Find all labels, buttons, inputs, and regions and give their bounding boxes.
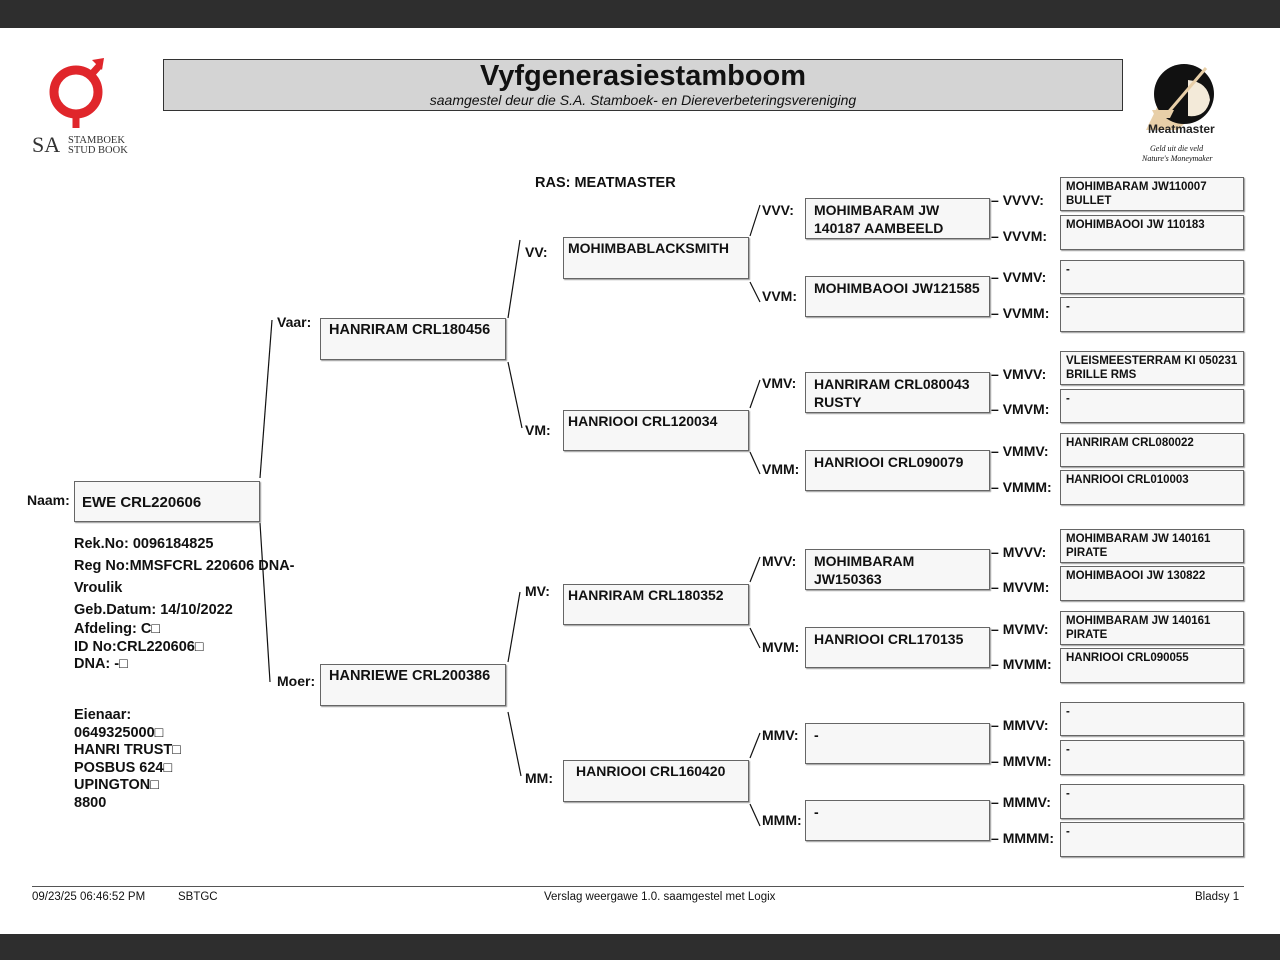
owner-line: HANRI TRUST□ bbox=[74, 742, 182, 758]
breed-label: RAS: MEATMASTER bbox=[535, 175, 676, 191]
label-mmm: MMM: bbox=[762, 812, 802, 828]
vmv-box: HANRIRAM CRL080043 RUSTY bbox=[805, 372, 990, 413]
vvmv-box: - bbox=[1060, 260, 1244, 294]
vvv-box: MOHIMBARAM JW 140187 AAMBEELD bbox=[805, 198, 990, 239]
mmv-box: - bbox=[805, 723, 990, 764]
vvm-box: MOHIMBAOOI JW121585 bbox=[805, 276, 990, 317]
animal-details: Rek.No: 0096184825 Reg No:MMSFCRL 220606… bbox=[74, 533, 295, 621]
vvvm-box: MOHIMBAOOI JW 110183 bbox=[1060, 215, 1244, 250]
mvmv-box: MOHIMBARAM JW 140161 PIRATE bbox=[1060, 611, 1244, 645]
sire-box: HANRIRAM CRL180456 bbox=[320, 318, 506, 360]
mmvm-box: - bbox=[1060, 740, 1244, 775]
label-mm: MM: bbox=[525, 770, 553, 786]
label-mmv: MMV: bbox=[762, 727, 799, 743]
label-mvvm: – MVVM: bbox=[991, 579, 1050, 595]
footer-datetime: 09/23/25 06:46:52 PM bbox=[32, 891, 146, 903]
owner-label: Eienaar: bbox=[74, 707, 132, 723]
vm-box: HANRIOOI CRL120034 bbox=[563, 410, 749, 451]
gender-symbol-icon bbox=[49, 58, 104, 128]
reg-no: Reg No:MMSFCRL 220606 DNA- bbox=[74, 558, 295, 574]
label-vvmm: – VVMM: bbox=[991, 305, 1050, 321]
label-vmmv: – VMMV: bbox=[991, 443, 1049, 459]
animal-name-box: EWE CRL220606 bbox=[74, 481, 260, 522]
id-no: ID No:CRL220606□ bbox=[74, 638, 204, 655]
label-vvm: VVM: bbox=[762, 288, 797, 304]
birth-date: Geb.Datum: 14/10/2022 bbox=[74, 602, 233, 618]
label-vvvm: – VVVM: bbox=[991, 228, 1048, 244]
vmmm-box: HANRIOOI CRL010003 bbox=[1060, 470, 1244, 505]
label-mvv: MVV: bbox=[762, 553, 797, 569]
page-subtitle: saamgestel deur die S.A. Stamboek- en Di… bbox=[429, 92, 857, 108]
mmm-box: - bbox=[805, 800, 990, 841]
vmmv-box: HANRIRAM CRL080022 bbox=[1060, 433, 1244, 467]
dna: DNA: -□ bbox=[74, 656, 128, 672]
bottom-bar bbox=[0, 934, 1280, 960]
label-mmmm: – MMMM: bbox=[991, 830, 1054, 846]
label-vm: VM: bbox=[525, 422, 551, 438]
label-mmmv: – MMMV: bbox=[991, 794, 1051, 810]
mvv-box: MOHIMBARAM JW150363 bbox=[805, 549, 990, 590]
vvmm-box: - bbox=[1060, 297, 1244, 332]
label-vvv: VVV: bbox=[762, 202, 794, 218]
mvvm-box: MOHIMBAOOI JW 130822 bbox=[1060, 566, 1244, 601]
footer-divider bbox=[32, 886, 1244, 887]
footer-page: Bladsy 1 bbox=[1195, 891, 1240, 903]
mvmm-box: HANRIOOI CRL090055 bbox=[1060, 648, 1244, 683]
label-vmmm: – VMMM: bbox=[991, 479, 1052, 495]
top-bar bbox=[0, 0, 1280, 28]
label-vvmv: – VVMV: bbox=[991, 269, 1047, 285]
vmvv-box: VLEISMEESTERRAM KI 050231 BRILLE RMS bbox=[1060, 351, 1244, 385]
label-moer: Moer: bbox=[277, 673, 316, 689]
owner-line: UPINGTON□ bbox=[74, 777, 160, 793]
label-vaar: Vaar: bbox=[277, 314, 312, 330]
mmmm-box: - bbox=[1060, 822, 1244, 857]
mmvv-box: - bbox=[1060, 702, 1244, 736]
mvvv-box: MOHIMBARAM JW 140161 PIRATE bbox=[1060, 529, 1244, 563]
vmm-box: HANRIOOI CRL090079 bbox=[805, 450, 990, 491]
rek-no: Rek.No: 0096184825 bbox=[74, 536, 214, 552]
label-mmvm: – MMVM: bbox=[991, 753, 1052, 769]
sa-stamboek-logo: SA STAMBOEK STUD BOOK bbox=[30, 58, 135, 158]
owner-line: 0649325000□ bbox=[74, 724, 164, 741]
footer-version: Verslag weergawe 1.0. saamgestel met Log… bbox=[544, 891, 776, 903]
label-vvvv: – VVVV: bbox=[991, 192, 1044, 208]
mv-box: HANRIRAM CRL180352 bbox=[563, 584, 749, 625]
label-mvm: MVM: bbox=[762, 639, 800, 655]
label-naam: Naam: bbox=[27, 492, 70, 508]
mmmv-box: - bbox=[1060, 784, 1244, 819]
footer-code: SBTGC bbox=[178, 891, 218, 903]
label-mvmv: – MVMV: bbox=[991, 621, 1049, 637]
mvm-box: HANRIOOI CRL170135 bbox=[805, 627, 990, 668]
vv-box: MOHIMBABLACKSMITH bbox=[563, 237, 749, 279]
mm-box: HANRIOOI CRL160420 bbox=[563, 760, 749, 802]
label-vmvm: – VMVM: bbox=[991, 401, 1050, 417]
afdeling: Afdeling: C□ bbox=[74, 621, 161, 637]
animal-ids: Afdeling: C□ ID No:CRL220606□ DNA: -□ bbox=[74, 621, 204, 674]
owner-line: POSBUS 624□ bbox=[74, 759, 173, 776]
label-mvmm: – MVMM: bbox=[991, 656, 1052, 672]
dam-box: HANRIEWE CRL200386 bbox=[320, 664, 506, 706]
label-mvvv: – MVVV: bbox=[991, 544, 1047, 560]
owner-block: Eienaar: 0649325000□ HANRI TRUST□ POSBUS… bbox=[74, 707, 181, 812]
title-box: Vyfgenerasiestamboom saamgestel deur die… bbox=[163, 59, 1123, 111]
sex: Vroulik bbox=[74, 580, 123, 596]
label-vmvv: – VMVV: bbox=[991, 366, 1047, 382]
scale-icon bbox=[1146, 64, 1214, 130]
vvvv-box: MOHIMBARAM JW110007 BULLET bbox=[1060, 177, 1244, 211]
label-mmvv: – MMVV: bbox=[991, 717, 1049, 733]
vmvm-box: - bbox=[1060, 389, 1244, 423]
page-title: Vyfgenerasiestamboom bbox=[479, 60, 807, 92]
label-vmm: VMM: bbox=[762, 461, 800, 477]
meatmaster-logo: Meatmaster Geld uit die veld Nature's Mo… bbox=[1138, 60, 1224, 168]
label-mv: MV: bbox=[525, 583, 550, 599]
label-vv: VV: bbox=[525, 244, 548, 260]
label-vmv: VMV: bbox=[762, 375, 797, 391]
owner-line: 8800 bbox=[74, 794, 107, 811]
